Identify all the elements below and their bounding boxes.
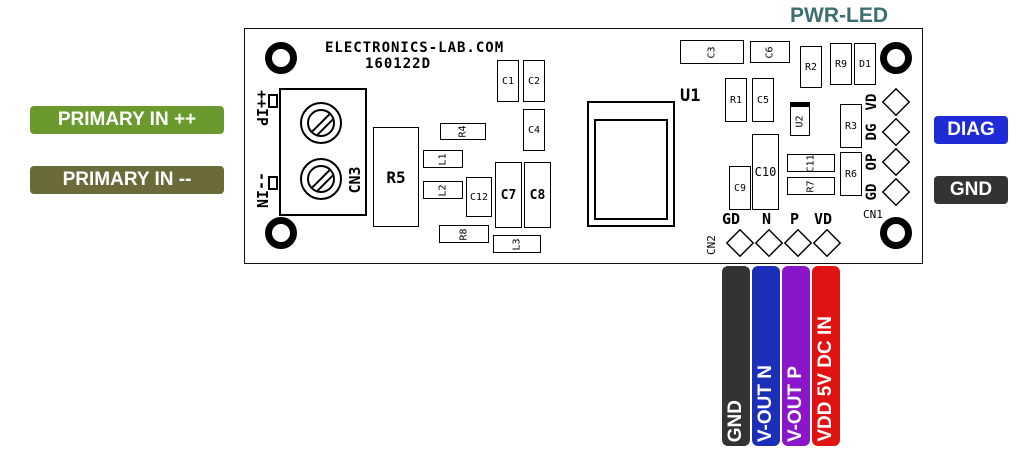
label-vout-n: V-OUT N <box>752 266 780 446</box>
capacitor-c10: C10 <box>752 134 779 210</box>
label-gnd-right: GND <box>934 176 1008 204</box>
capacitor-c4: C4 <box>523 109 545 151</box>
capacitor-c8: C8 <box>524 162 551 228</box>
header-cn1 <box>881 87 911 207</box>
capacitor-c7: C7 <box>495 162 522 228</box>
terminal-tab-top <box>268 94 278 108</box>
cn3-label: CN3 <box>346 166 364 194</box>
inductor-l2: L2 <box>423 181 463 199</box>
capacitor-c11: C11 <box>787 154 835 172</box>
terminal-pin-ip-label: ++IP <box>253 89 271 127</box>
cn2-pin-label-3: VD <box>814 210 833 228</box>
label-vdd-5v-dc-in: VDD 5V DC IN <box>812 266 840 446</box>
label-gnd-bottom: GND <box>722 266 750 446</box>
header-cn2 <box>725 228 842 258</box>
label-primary-in-plus: PRIMARY IN ++ <box>30 106 224 134</box>
terminal-pin-in-label: --IN <box>253 171 271 209</box>
terminal-tab-bottom <box>268 176 278 190</box>
capacitor-c1: C1 <box>497 60 519 102</box>
cn2-pin-label-0: GD <box>722 210 741 228</box>
capacitor-c5: C5 <box>752 78 774 122</box>
mounting-hole-top-left <box>265 42 297 74</box>
capacitor-c2: C2 <box>523 60 545 102</box>
resistor-r2: R2 <box>800 46 822 88</box>
capacitor-c3: C3 <box>680 40 744 64</box>
mounting-hole-top-right <box>880 42 912 74</box>
cn1-label: CN1 <box>863 208 883 221</box>
resistor-r3: R3 <box>840 104 862 148</box>
cn1-pin-label-3: GD <box>864 183 880 201</box>
capacitor-c9: C9 <box>729 166 751 210</box>
cn2-label: CN2 <box>705 235 718 255</box>
board-code: 160122D <box>365 56 432 72</box>
brand-text: ELECTRONICS-LAB.COM <box>325 40 505 56</box>
mounting-hole-bottom-right <box>880 217 912 249</box>
resistor-r8: R8 <box>439 225 489 243</box>
capacitor-c6: C6 <box>750 41 790 63</box>
resistor-r4: R4 <box>440 123 486 140</box>
label-primary-in-minus: PRIMARY IN -- <box>30 166 224 194</box>
resistor-r7: R7 <box>787 177 835 195</box>
title-pwr-led: PWR-LED <box>790 4 888 27</box>
resistor-r6: R6 <box>840 152 862 196</box>
diode-d1: D1 <box>854 43 876 85</box>
label-vout-p: V-OUT P <box>782 266 810 446</box>
ic-u1 <box>587 101 675 227</box>
terminal-screw-bottom <box>300 158 342 200</box>
inductor-l1: L1 <box>423 150 463 168</box>
capacitor-c12: C12 <box>466 177 492 217</box>
resistor-r1: R1 <box>725 78 747 122</box>
label-diag: DIAG <box>934 116 1008 144</box>
mounting-hole-bottom-left <box>265 217 297 249</box>
cn2-pin-label-2: P <box>790 210 800 228</box>
resistor-r9: R9 <box>830 43 852 85</box>
terminal-screw-top <box>300 102 342 144</box>
inductor-l3: L3 <box>493 235 541 253</box>
ic-u2: U2 <box>790 102 810 136</box>
resistor-r5: R5 <box>373 127 419 227</box>
cn2-pin-label-1: N <box>762 210 772 228</box>
u1-label: U1 <box>680 86 701 106</box>
